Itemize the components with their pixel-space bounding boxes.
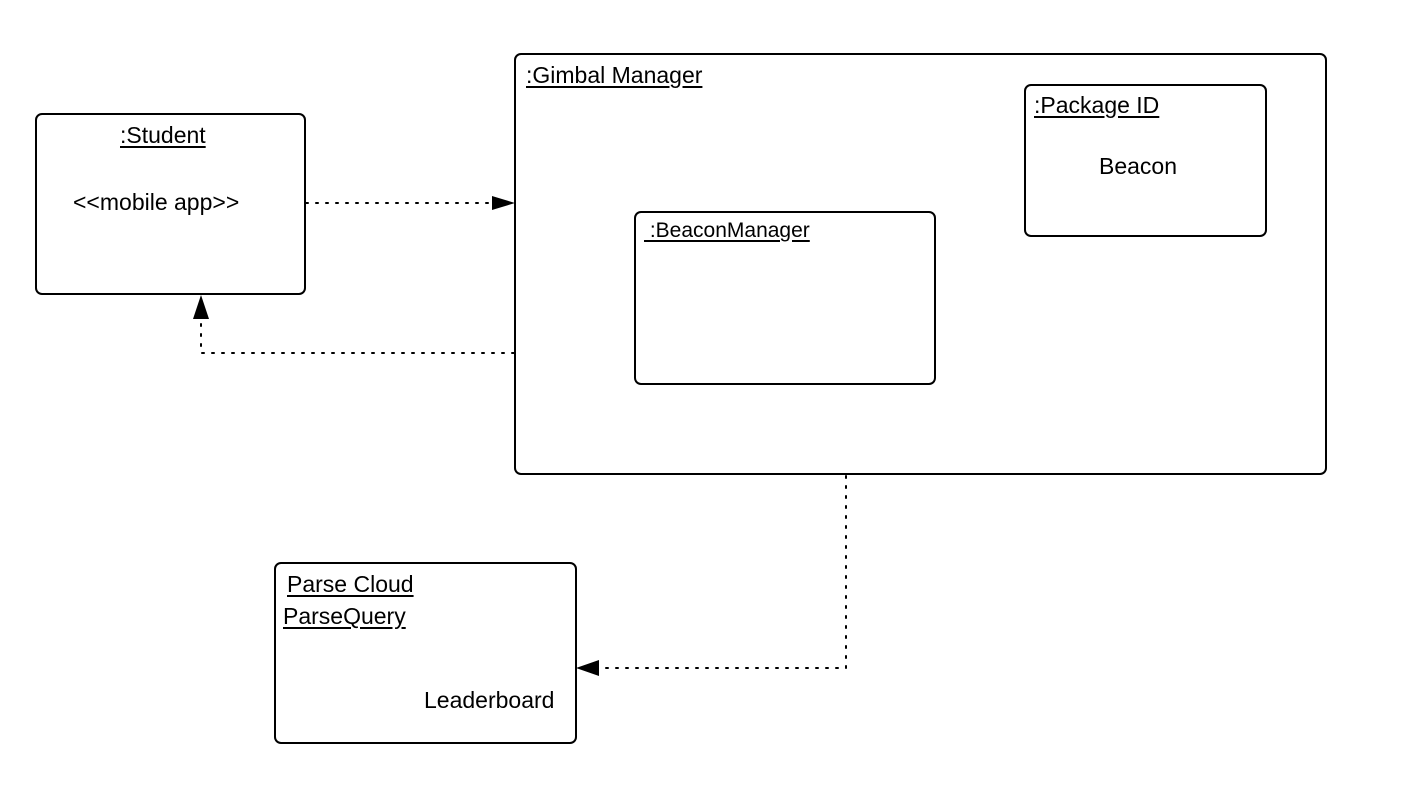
gimbal-to-student-connector xyxy=(200,317,515,354)
parse-cloud-node[interactable]: Parse Cloud ParseQuery Leaderboard xyxy=(274,562,577,744)
student-stereotype: <<mobile app>> xyxy=(73,189,240,215)
parse-cloud-content: Leaderboard xyxy=(424,687,555,713)
student-to-gimbal-arrowhead xyxy=(492,196,515,210)
gimbal-to-student-arrowhead xyxy=(193,295,209,319)
package-id-node[interactable]: :Package ID Beacon xyxy=(1024,84,1267,237)
parse-cloud-title: Parse Cloud xyxy=(287,571,414,597)
beacon-manager-node[interactable]: :BeaconManager xyxy=(634,211,936,385)
package-id-title: :Package ID xyxy=(1034,92,1160,118)
gimbal-to-parse-arrowhead xyxy=(576,660,599,676)
gimbal-manager-title: :Gimbal Manager xyxy=(526,62,703,88)
student-node[interactable]: :Student <<mobile app>> xyxy=(35,113,306,295)
parse-query-title: ParseQuery xyxy=(283,603,406,629)
beacon-manager-title: :BeaconManager xyxy=(644,219,810,242)
package-id-content: Beacon xyxy=(1099,153,1178,179)
student-title: :Student xyxy=(120,122,206,148)
gimbal-to-parse-connector xyxy=(599,475,847,669)
gimbal-manager-node[interactable]: :Gimbal Manager :BeaconManager :Package … xyxy=(514,53,1327,475)
